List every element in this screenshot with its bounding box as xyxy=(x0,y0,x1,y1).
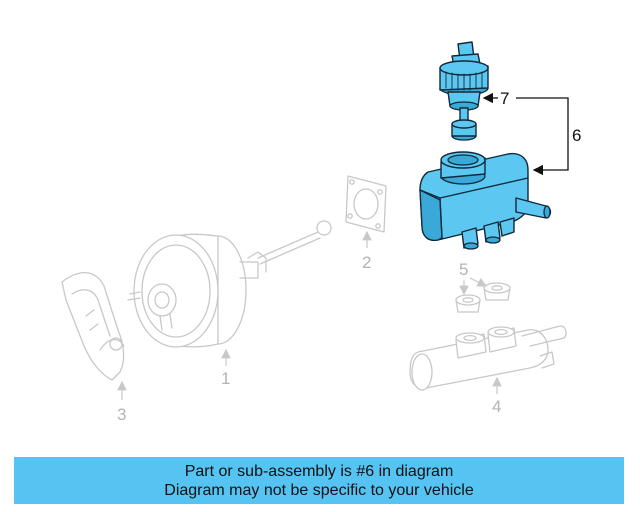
part-7-reservoir-cap xyxy=(439,41,489,141)
info-banner: Part or sub-assembly is #6 in diagram Di… xyxy=(14,457,624,504)
callout-6: 6 xyxy=(572,126,581,145)
callout-2: 2 xyxy=(362,253,371,272)
callout-3: 3 xyxy=(117,405,126,424)
part-5-grommets xyxy=(455,282,511,313)
part-4-master-cylinder xyxy=(409,325,567,391)
part-1-brake-booster xyxy=(127,220,332,348)
part-6-reservoir xyxy=(419,151,552,250)
callout-4: 4 xyxy=(492,397,501,416)
banner-line-2: Diagram may not be specific to your vehi… xyxy=(164,481,474,499)
callout-7: 7 xyxy=(500,89,509,108)
banner-line-1: Part or sub-assembly is #6 in diagram xyxy=(184,462,454,480)
callout-1: 1 xyxy=(221,369,230,388)
parts-diagram: 7 6 5 2 1 3 4 xyxy=(61,41,581,424)
leader-lines xyxy=(117,92,569,400)
part-3-shield xyxy=(61,272,125,381)
part-2-gasket xyxy=(345,175,387,233)
callout-5: 5 xyxy=(459,260,468,279)
